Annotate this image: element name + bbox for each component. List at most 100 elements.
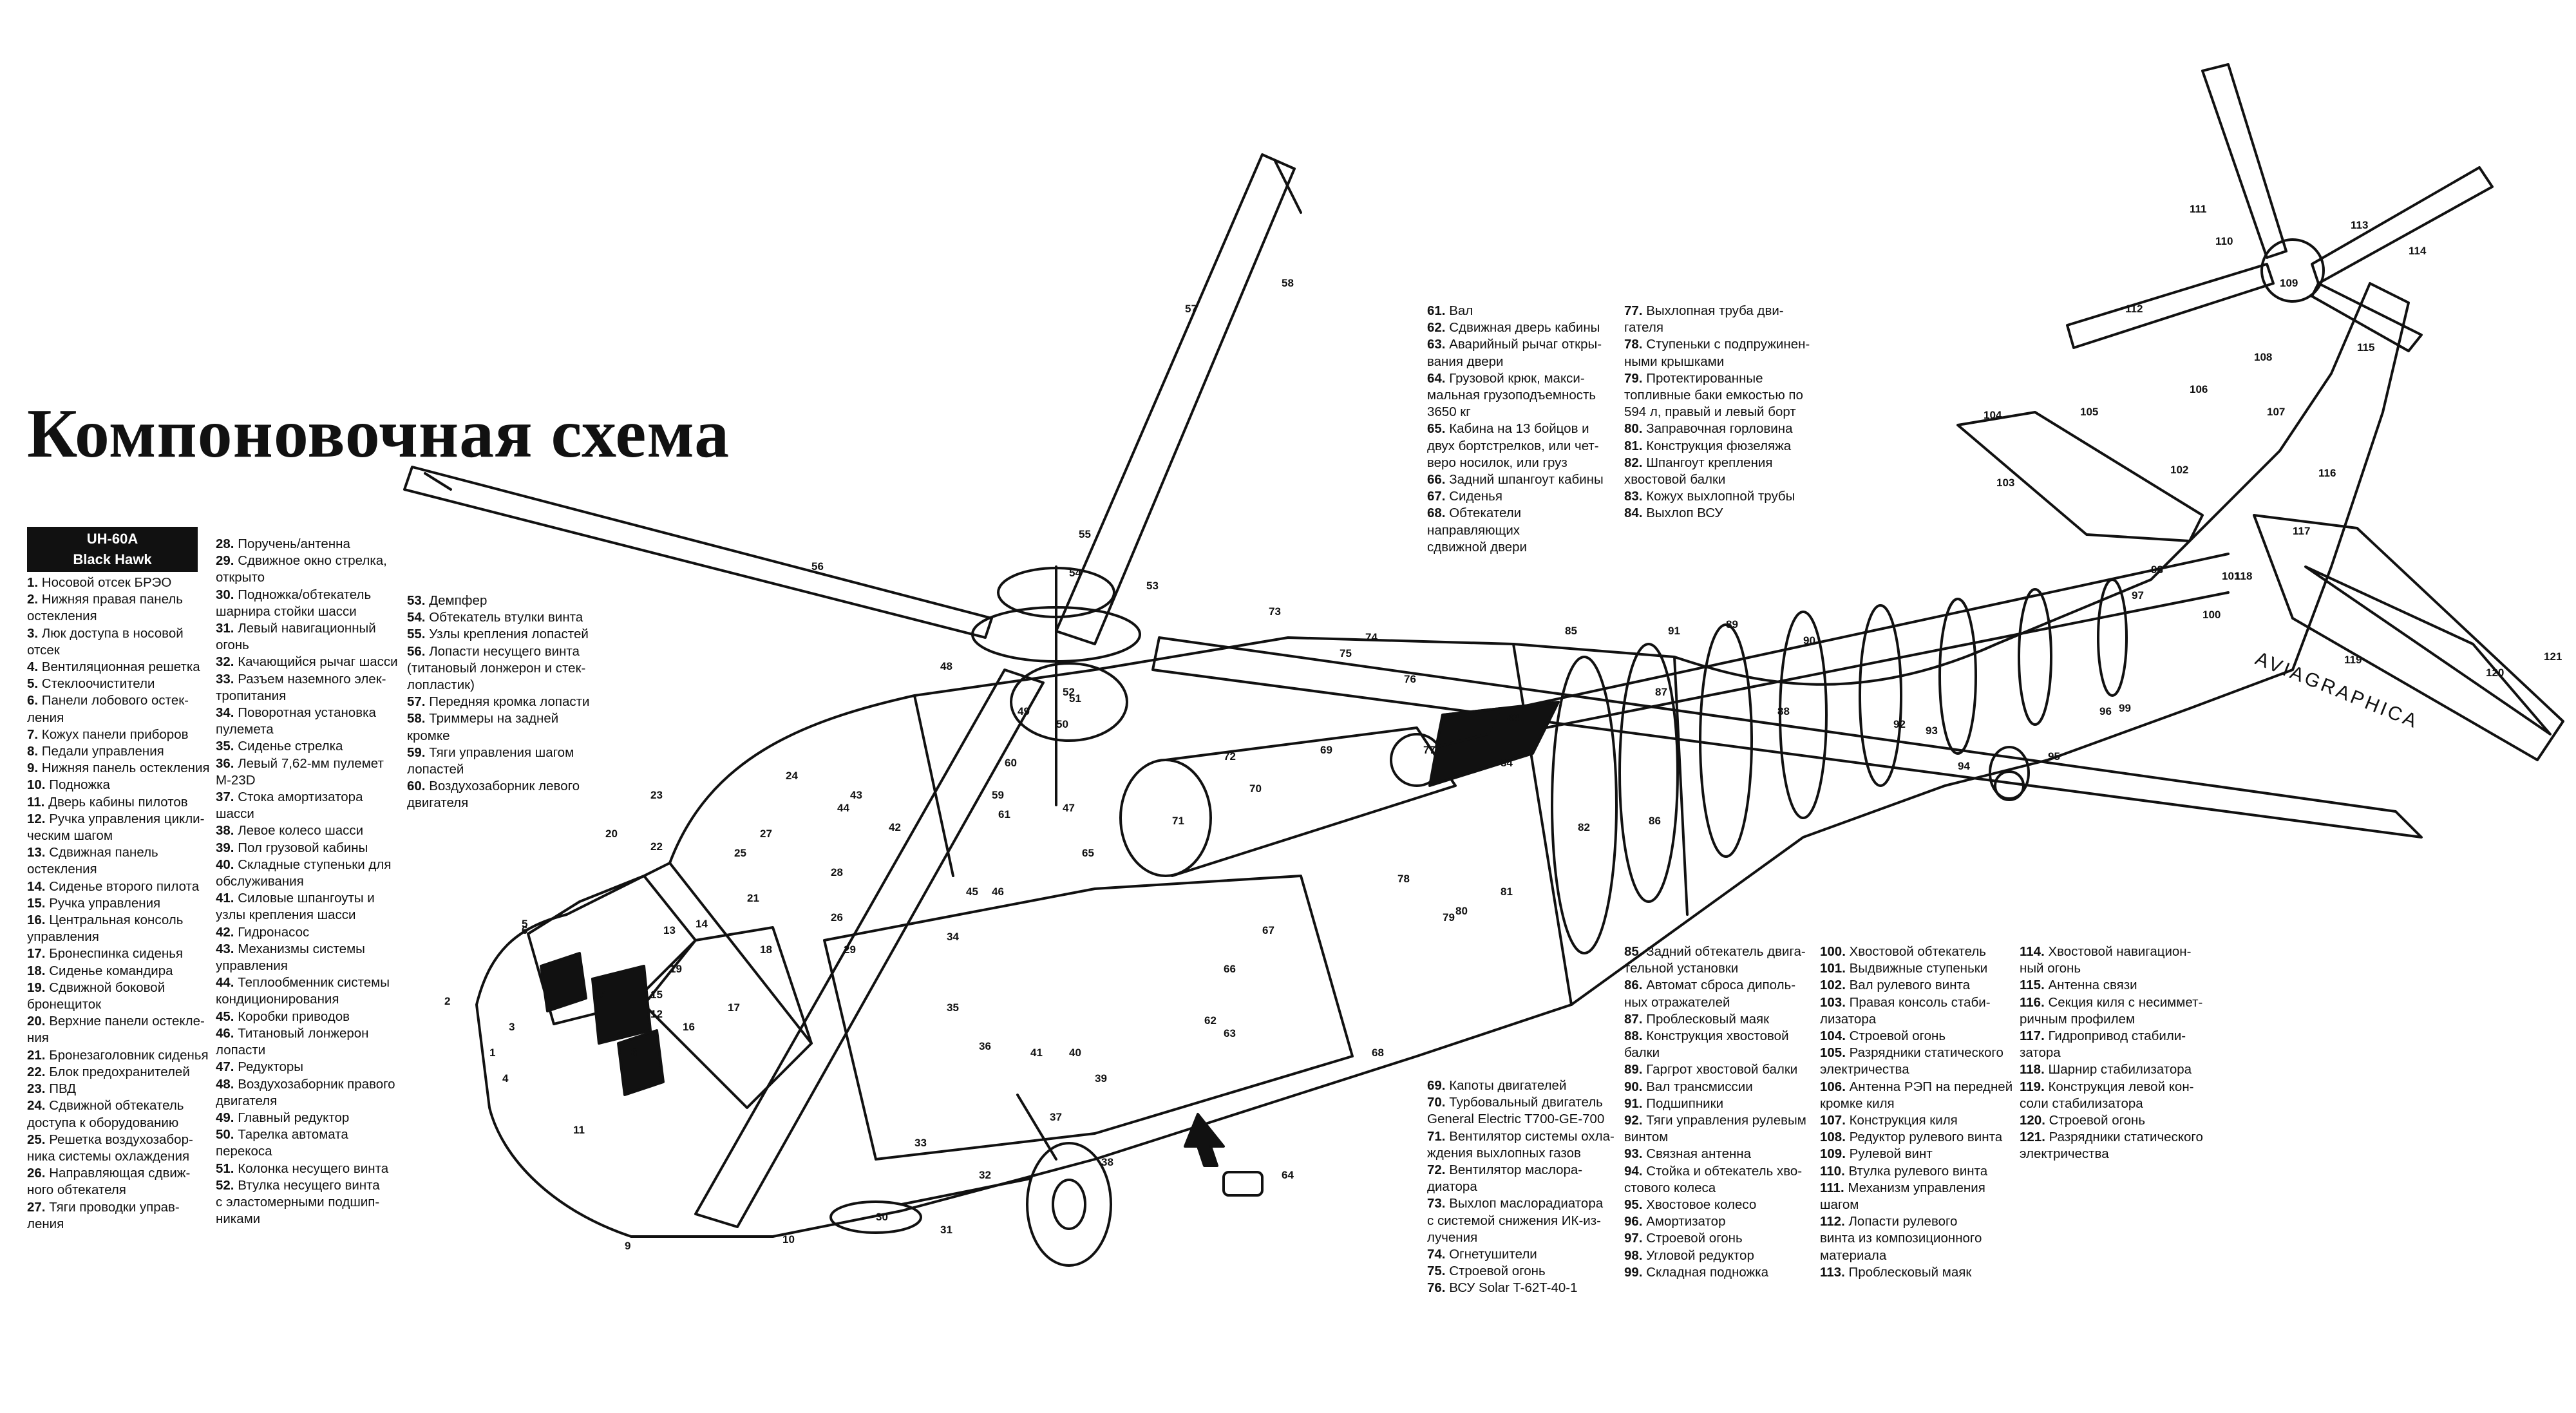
legend-item-text: ПВД bbox=[49, 1081, 77, 1097]
callout-number: 22 bbox=[650, 840, 663, 853]
legend-item-number: 59. bbox=[407, 744, 430, 760]
callout-number: 103 bbox=[1996, 477, 2014, 489]
legend-item: 11. Дверь кабины пилотов bbox=[27, 794, 214, 811]
legend-item-text: Обтекатель втулки винта bbox=[429, 610, 583, 625]
tail-rotor bbox=[2066, 63, 2494, 352]
legend-item: 104. Строевой огонь bbox=[1820, 1028, 2013, 1045]
legend-item-text: Передняя кромка лопасти bbox=[429, 694, 590, 710]
legend-item-text: Строевой огонь bbox=[2049, 1113, 2146, 1128]
legend-item: 66. Задний шпангоут кабины bbox=[1427, 471, 1614, 488]
legend-item-number: 91. bbox=[1624, 1095, 1647, 1111]
legend-item-text: Теплообменник системы кондиционирования bbox=[216, 975, 390, 1007]
legend-item-text: Капоты двигателей bbox=[1449, 1078, 1567, 1093]
legend-item-number: 50. bbox=[216, 1127, 238, 1143]
fuselage-outline bbox=[475, 282, 2410, 1238]
callout-number: 35 bbox=[947, 1001, 959, 1014]
legend-item-number: 2. bbox=[27, 592, 42, 607]
legend-item-number: 48. bbox=[216, 1076, 238, 1092]
legend-item-number: 64. bbox=[1427, 370, 1450, 386]
legend-item-text: Гаргрот хвостовой балки bbox=[1646, 1062, 1798, 1077]
legend-item-text: Бронезаголовник сиденья bbox=[49, 1047, 209, 1063]
legend-item-text: Левое колесо шасси bbox=[238, 823, 364, 839]
legend-item-text: Тяги управления шагом лопастей bbox=[407, 744, 574, 777]
legend-item: 82. Шпангоут крепления хвостовой балки bbox=[1624, 455, 1811, 488]
callout-number: 68 bbox=[1372, 1047, 1384, 1059]
callout-number: 7 bbox=[599, 989, 605, 1001]
legend-item-number: 75. bbox=[1427, 1264, 1450, 1279]
callout-number: 111 bbox=[2190, 203, 2207, 215]
legend-item-text: Тарелка автомата перекоса bbox=[216, 1127, 348, 1159]
legend-item: 56. Лопасти несущего винта (титановый ло… bbox=[407, 643, 600, 694]
callout-number: 13 bbox=[663, 924, 676, 936]
callout-number: 102 bbox=[2170, 464, 2188, 476]
callout-number: 29 bbox=[844, 944, 856, 956]
callout-number: 115 bbox=[2357, 341, 2374, 354]
callout-number: 14 bbox=[696, 918, 708, 930]
legend-item-number: 90. bbox=[1624, 1079, 1647, 1094]
callout-number: 81 bbox=[1501, 886, 1513, 898]
tail-stabilizers bbox=[1956, 411, 2564, 761]
legend-item: 18. Сиденье командира bbox=[27, 963, 214, 980]
legend-item-number: 6. bbox=[27, 693, 42, 708]
legend-item-text: Связная антенна bbox=[1646, 1146, 1752, 1162]
legend-item: 15. Ручка управления bbox=[27, 895, 214, 912]
callout-number: 37 bbox=[1050, 1111, 1062, 1123]
legend-item-number: 67. bbox=[1427, 489, 1450, 504]
callout-number: 118 bbox=[2235, 570, 2252, 582]
legend-item-text: Решетка воздухозабор- ника системы охлаж… bbox=[27, 1132, 193, 1164]
callout-number: 85 bbox=[1565, 625, 1577, 637]
legend-item-text: Люк доступа в носовой отсек bbox=[27, 625, 184, 658]
legend-item-text: Складные ступеньки для обслуживания bbox=[216, 857, 392, 889]
legend-item-number: 7. bbox=[27, 726, 42, 742]
legend-item-number: 94. bbox=[1624, 1163, 1647, 1179]
legend-item: 84. Выхлоп ВСУ bbox=[1624, 505, 1811, 522]
legend-item-number: 37. bbox=[216, 790, 238, 805]
legend-item-text: Стока амортизатора шасси bbox=[216, 790, 363, 822]
legend-item-number: 111. bbox=[1820, 1180, 1848, 1195]
legend-item: 16. Центральная консоль управления bbox=[27, 912, 214, 945]
legend-item-text: Ручка управления bbox=[49, 895, 161, 911]
legend-item-text: Дверь кабины пилотов bbox=[48, 794, 188, 810]
legend-item-text: Разрядники статического электричества bbox=[2020, 1130, 2203, 1162]
legend-item-number: 16. bbox=[27, 913, 50, 928]
legend-item-text: Разъем наземного элек- тропитания bbox=[216, 671, 386, 703]
callout-number: 113 bbox=[2351, 219, 2368, 231]
legend-item-number: 1. bbox=[27, 575, 42, 590]
legend-item: 86. Автомат сброса диполь- ных отражател… bbox=[1624, 977, 1817, 1010]
legend-item: 12. Ручка управления цикли- ческим шагом bbox=[27, 811, 214, 844]
legend-item-text: Колонка несущего винта bbox=[238, 1161, 389, 1176]
callout-number: 38 bbox=[1101, 1156, 1113, 1168]
legend-item-number: 23. bbox=[27, 1081, 50, 1097]
legend-item-number: 27. bbox=[27, 1199, 50, 1215]
legend-item-number: 38. bbox=[216, 823, 238, 839]
legend-item: 40. Складные ступеньки для обслуживания bbox=[216, 857, 402, 890]
legend-item: 94. Стойка и обтекатель хво- стового кол… bbox=[1624, 1163, 1817, 1197]
legend-item: 51. Колонка несущего винта bbox=[216, 1161, 402, 1177]
callout-number: 73 bbox=[1269, 605, 1281, 618]
legend-item-text: Подножка bbox=[49, 777, 110, 793]
callout-number: 20 bbox=[605, 828, 618, 840]
legend-item-number: 63. bbox=[1427, 337, 1450, 352]
callout-number: 71 bbox=[1172, 815, 1184, 827]
model-name: UH-60A bbox=[86, 531, 138, 547]
legend-item-number: 15. bbox=[27, 895, 50, 911]
legend-item: 92. Тяги управления рулевым винтом bbox=[1624, 1112, 1817, 1146]
legend-item-text: Кожух панели приборов bbox=[41, 726, 189, 742]
legend-item-number: 100. bbox=[1820, 944, 1850, 959]
legend-item: 115. Антенна связи bbox=[2020, 977, 2213, 994]
legend-item-text: Складная подножка bbox=[1646, 1264, 1769, 1280]
legend-item-text: Рулевой винт bbox=[1849, 1146, 1933, 1162]
legend-item-text: Антенна связи bbox=[2048, 978, 2137, 993]
legend-item: 103. Правая консоль стаби- лизатора bbox=[1820, 994, 2013, 1028]
legend-item-text: Сиденья bbox=[1449, 489, 1502, 504]
legend-item-number: 19. bbox=[27, 980, 50, 995]
callout-number: 69 bbox=[1320, 744, 1332, 756]
legend-item-number: 92. bbox=[1624, 1113, 1647, 1128]
legend-item: 24. Сдвижной обтекатель доступа к оборуд… bbox=[27, 1097, 214, 1131]
legend-item-number: 84. bbox=[1624, 506, 1647, 521]
tail-wheel bbox=[1994, 770, 2025, 801]
legend-item-text: Педали управления bbox=[41, 744, 164, 759]
legend-item-number: 80. bbox=[1624, 421, 1647, 437]
